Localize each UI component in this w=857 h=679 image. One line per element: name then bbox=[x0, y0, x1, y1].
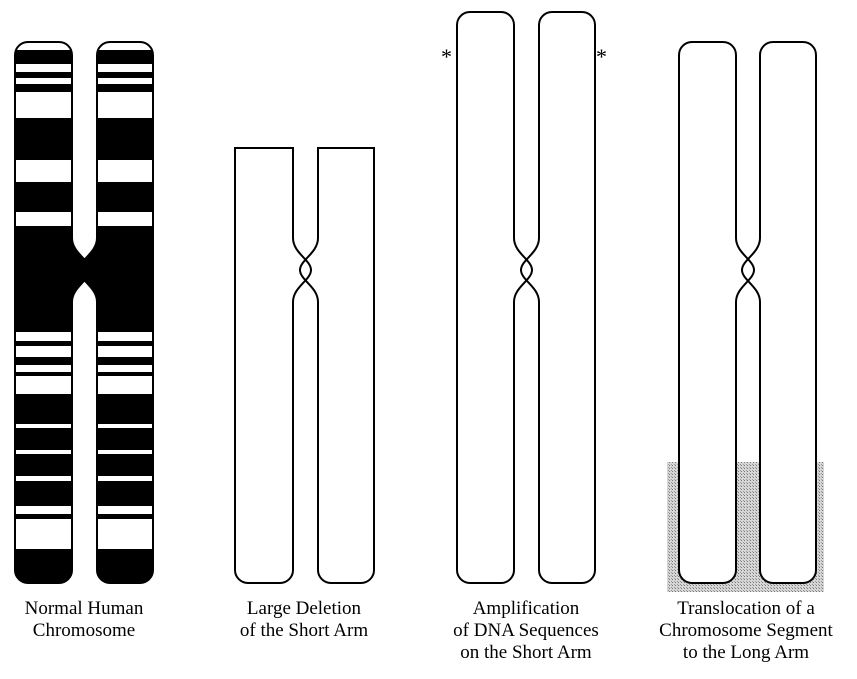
caption-line: Normal Human bbox=[0, 598, 194, 620]
translocation-chromosome bbox=[659, 30, 857, 592]
caption-line: on the Short Arm bbox=[416, 642, 636, 664]
deletion-chromosome bbox=[215, 118, 415, 583]
caption-amplification: Amplification of DNA Sequences on the Sh… bbox=[416, 598, 636, 664]
caption-line: Chromosome bbox=[0, 620, 194, 642]
amplification-marker-right: * bbox=[596, 44, 607, 69]
caption-normal: Normal Human Chromosome bbox=[0, 598, 194, 642]
caption-line: of DNA Sequences bbox=[416, 620, 636, 642]
amplification-marker-left: * bbox=[441, 44, 452, 69]
amplification-chromosome bbox=[437, 12, 637, 583]
caption-translocation: Translocation of a Chromosome Segment to… bbox=[636, 598, 856, 664]
caption-line: to the Long Arm bbox=[636, 642, 856, 664]
caption-deletion: Large Deletion of the Short Arm bbox=[194, 598, 414, 642]
caption-line: of the Short Arm bbox=[194, 620, 414, 642]
normal-chromosome bbox=[0, 30, 195, 583]
caption-line: Large Deletion bbox=[194, 598, 414, 620]
caption-line: Chromosome Segment bbox=[636, 620, 856, 642]
caption-line: Amplification bbox=[416, 598, 636, 620]
caption-line: Translocation of a bbox=[636, 598, 856, 620]
